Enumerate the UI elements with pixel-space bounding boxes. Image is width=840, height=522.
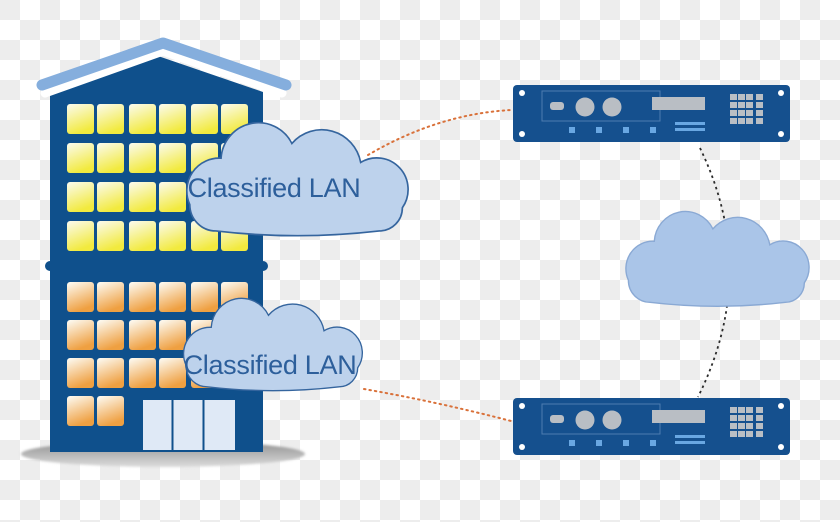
roof-icon [36, 37, 292, 91]
connection-lan-bottom-to-encryptor [363, 388, 512, 422]
connection-lan-top-to-encryptor [367, 109, 512, 156]
cloud-label-top: Classified LAN [187, 173, 361, 203]
encryptor-device-bottom [512, 397, 791, 456]
roof-underside [40, 46, 287, 98]
entrance-doors [143, 400, 235, 450]
floor-ledge [45, 261, 268, 271]
wan-cloud [625, 210, 810, 307]
encryptor-device-top [512, 84, 791, 143]
cloud-label-bottom: Classified LAN [183, 350, 357, 380]
connection-encryptors-via-wan [697, 147, 731, 398]
